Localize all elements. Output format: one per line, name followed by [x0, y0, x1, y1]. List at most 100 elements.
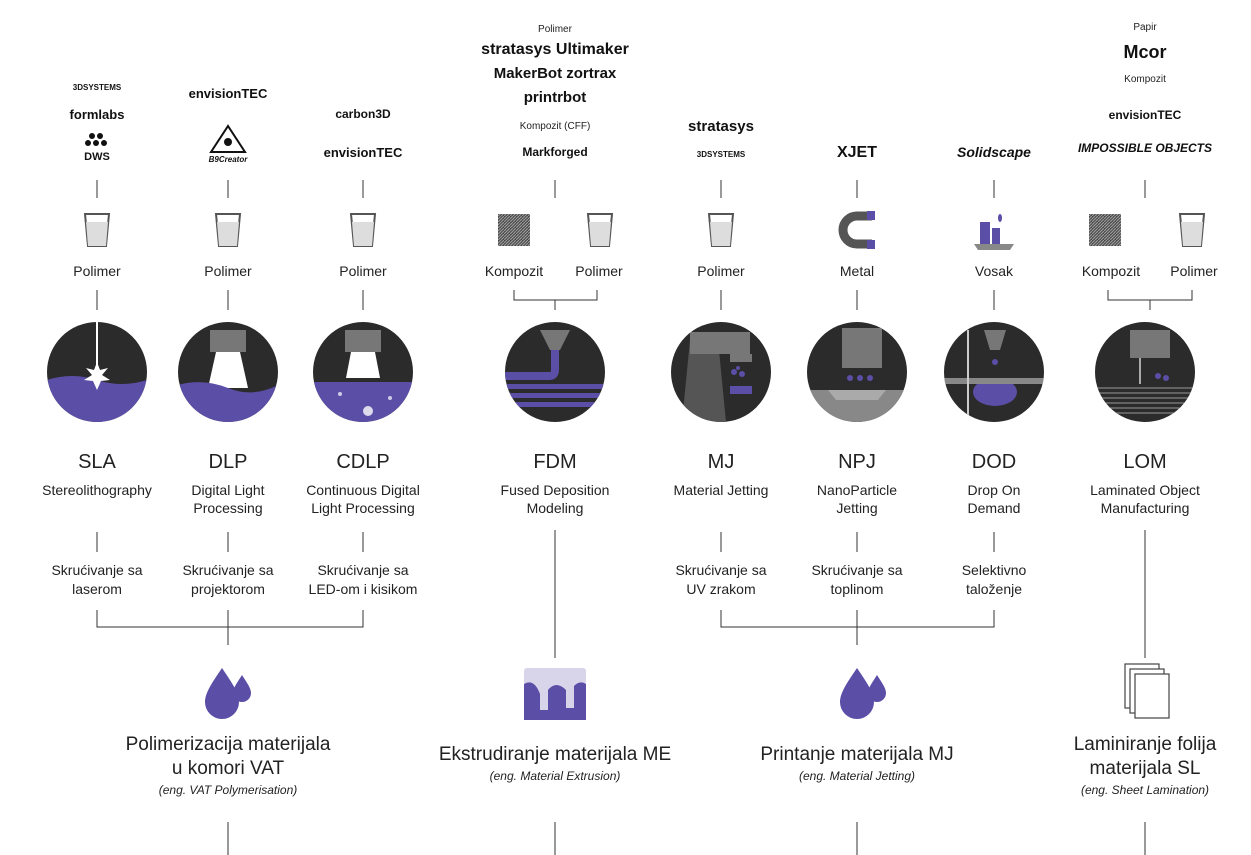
logo-impossible: IMPOSSIBLE — [1078, 141, 1153, 155]
composite-fiber-icon — [498, 214, 530, 246]
method-cdlp-1: Skrućivanje sa — [317, 562, 408, 578]
category-title-vat-1: Polimerizacija materijala — [126, 734, 331, 755]
process-lom: LOM Laminated Object Manufacturing — [1090, 451, 1200, 516]
logo-ultimaker: Ultimaker — [556, 41, 629, 58]
extrusion-icon — [524, 668, 586, 720]
logo-group-npj: XJET — [837, 144, 877, 161]
category-title-sl-2: materijala SL — [1090, 758, 1201, 779]
process-abbr-fdm: FDM — [533, 451, 576, 473]
method-npj-2: toplinom — [831, 581, 884, 597]
process-name-dlp-1: Digital Light — [191, 482, 264, 498]
cup-icon — [349, 213, 377, 247]
connectors-method — [96, 530, 1146, 658]
sla-process-icon — [47, 322, 147, 422]
droplet-icon — [205, 668, 251, 719]
connectors-bottom — [227, 822, 1146, 855]
logo-dws-text: DWS — [84, 151, 110, 163]
process-name-cdlp-2: Light Processing — [311, 500, 415, 516]
category-eng-mj: (eng. Material Jetting) — [799, 769, 915, 783]
label-papir: Papir — [1133, 22, 1157, 33]
cup-icon — [586, 213, 614, 247]
lom-process-icon — [1095, 322, 1195, 422]
material-label-cdlp: Polimer — [339, 263, 387, 279]
logo-3dsystems-2: 3DSYSTEMS — [697, 150, 746, 159]
category-eng-vat: (eng. VAT Polymerisation) — [159, 783, 298, 797]
logo-solidscape: Solidscape — [957, 144, 1031, 160]
cup-icon — [83, 213, 111, 247]
logo-stratasys-2: stratasys — [688, 118, 754, 135]
logo-mcor: Mcor — [1123, 42, 1166, 62]
label-polimer-header: Polimer — [538, 24, 573, 35]
logo-stratasys-1: stratasys — [481, 41, 551, 58]
label-kompozit-header: Kompozit — [1124, 74, 1166, 85]
method-cdlp-2: LED-om i kisikom — [309, 581, 418, 597]
material-label-sla: Polimer — [73, 263, 121, 279]
logo-xjet: XJET — [837, 144, 877, 161]
category-me: Ekstrudiranje materijala ME (eng. Materi… — [439, 744, 671, 783]
logo-b9creator: B9Creator — [209, 155, 249, 164]
process-name-lom-1: Laminated Object — [1090, 482, 1200, 498]
category-title-sl-1: Laminiranje folija — [1074, 734, 1217, 755]
process-name-fdm-2: Modeling — [527, 500, 584, 516]
cup-icon — [1178, 213, 1206, 247]
candle-icon — [974, 214, 1014, 250]
material-label-npj: Metal — [840, 263, 874, 279]
logo-makerbot: MakerBot — [494, 65, 562, 82]
category-title-me: Ekstrudiranje materijala ME — [439, 744, 671, 765]
logo-b9creator-mark — [209, 124, 247, 153]
logo-impossible-objects: IMPOSSIBLE OBJECTS — [1078, 141, 1212, 155]
process-abbr-dod: DOD — [972, 451, 1016, 473]
dod-process-icon — [944, 322, 1044, 422]
category-vat: Polimerizacija materijala u komori VAT (… — [126, 734, 331, 797]
process-name-dod-2: Demand — [968, 500, 1021, 516]
material-label-dlp: Polimer — [204, 263, 252, 279]
connectors-top — [96, 180, 1146, 198]
process-name-dod-1: Drop On — [968, 482, 1021, 498]
logo-markforged: Markforged — [522, 145, 587, 159]
logo-makerbot-zortrax: MakerBot zortrax — [494, 65, 617, 82]
process-abbr-cdlp: CDLP — [336, 451, 389, 473]
process-name-npj-1: NanoParticle — [817, 482, 897, 498]
logo-envisiontec-3: envisionTEC — [1109, 108, 1182, 122]
logo-envisiontec: envisionTEC — [189, 86, 268, 101]
process-name-dlp-2: Processing — [193, 500, 262, 516]
process-sla: SLA Stereolithography — [42, 451, 152, 498]
method-sla-2: laserom — [72, 581, 122, 597]
logo-objects: OBJECTS — [1155, 141, 1212, 155]
process-abbr-lom: LOM — [1123, 451, 1166, 473]
process-fdm: FDM Fused Deposition Modeling — [501, 451, 610, 516]
method-dod-1: Selektivno — [962, 562, 1027, 578]
material-label-dod: Vosak — [975, 263, 1014, 279]
category-eng-me: (eng. Material Extrusion) — [490, 769, 621, 783]
logo-group-dlp: envisionTEC B9Creator — [189, 86, 268, 164]
material-label-lom-polimer: Polimer — [1170, 263, 1218, 279]
method-dod-2: taloženje — [966, 581, 1022, 597]
logo-dws: DWS — [84, 133, 110, 163]
method-sla-1: Skrućivanje sa — [51, 562, 142, 578]
process-name-mj: Material Jetting — [674, 482, 769, 498]
method-mj-1: Skrućivanje sa — [675, 562, 766, 578]
connectors-mid — [96, 290, 1193, 310]
process-name-lom-2: Manufacturing — [1101, 500, 1190, 516]
material-label-mj: Polimer — [697, 263, 745, 279]
process-abbr-sla: SLA — [78, 451, 116, 473]
category-eng-sl: (eng. Sheet Lamination) — [1081, 783, 1209, 797]
logo-group-lom: Papir Mcor Kompozit envisionTEC IMPOSSIB… — [1078, 22, 1212, 155]
category-title-mj: Printanje materijala MJ — [760, 744, 953, 765]
label-kompozit-cff: Kompozit (CFF) — [520, 121, 591, 132]
npj-process-icon — [807, 322, 907, 422]
process-dod: DOD Drop On Demand — [968, 451, 1021, 516]
method-mj-2: UV zrakom — [686, 581, 755, 597]
composite-fiber-icon — [1089, 214, 1121, 246]
process-name-sla: Stereolithography — [42, 482, 152, 498]
logo-3dsystems: 3DSYSTEMS — [73, 83, 122, 92]
process-name-npj-2: Jetting — [836, 500, 877, 516]
process-dlp: DLP Digital Light Processing — [191, 451, 264, 516]
cup-icon — [214, 213, 242, 247]
dlp-process-icon — [178, 322, 278, 422]
process-mj: MJ Material Jetting — [674, 451, 769, 498]
logo-group-sla: 3DSYSTEMS formlabs DWS — [70, 83, 125, 163]
logo-group-mj: stratasys 3DSYSTEMS — [688, 118, 754, 159]
magnet-icon — [838, 211, 875, 249]
